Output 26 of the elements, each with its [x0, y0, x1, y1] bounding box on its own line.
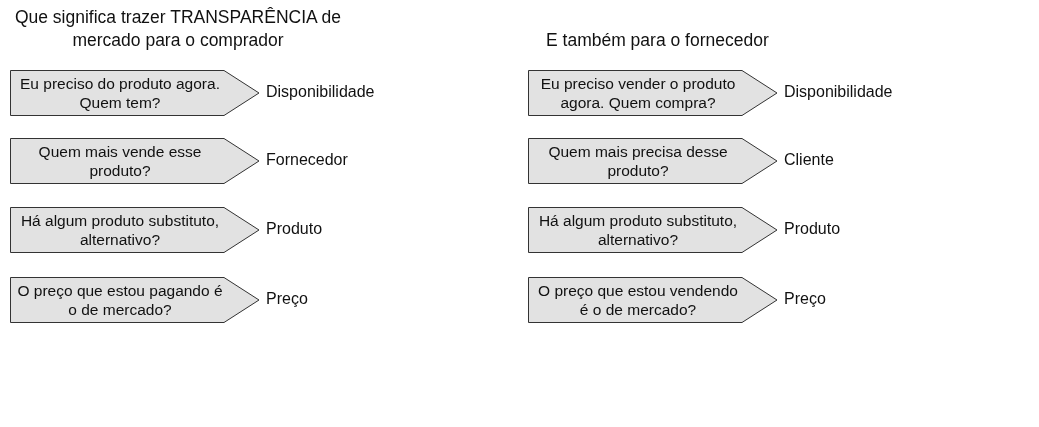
heading: Que significa trazer TRANSPARÊNCIA de mercado para o comprador: [13, 6, 343, 52]
arrow-shape: [528, 207, 778, 253]
arrow-shape: [528, 138, 778, 184]
arrow-shape: [10, 277, 260, 323]
side-label: Preço: [266, 290, 308, 308]
node-text: Quem mais vende esse produto?: [37, 142, 203, 181]
side-label: Disponibilidade: [266, 83, 375, 101]
arrow-shape: [10, 138, 260, 184]
side-label: Produto: [266, 220, 323, 238]
arrow-shape: [528, 277, 778, 323]
side-label: Fornecedor: [266, 151, 348, 169]
arrow-shape: [10, 70, 260, 116]
side-label: Disponibilidade: [784, 83, 893, 101]
arrow-shape: [528, 70, 778, 116]
node-text: O preço que estou vendendo é o de mercado?: [537, 281, 739, 320]
side-label: Preço: [784, 290, 826, 308]
node-text: Eu preciso do produto agora. Quem tem?: [19, 74, 221, 113]
node-text: Quem mais precisa desse produto?: [547, 142, 729, 181]
node-text: O preço que estou pagando é o de mercado?: [16, 281, 224, 320]
node-text: Eu preciso vender o produto agora. Quem compra?: [539, 74, 737, 113]
node-text: Há algum produto substituto, alternativo?: [19, 211, 221, 250]
node-text: Há algum produto substituto, alternativo?: [537, 211, 739, 250]
side-label: Cliente: [784, 151, 834, 169]
arrow-shape: [10, 207, 260, 253]
side-label: Produto: [784, 220, 841, 238]
heading: E também para o fornecedor: [546, 29, 770, 52]
